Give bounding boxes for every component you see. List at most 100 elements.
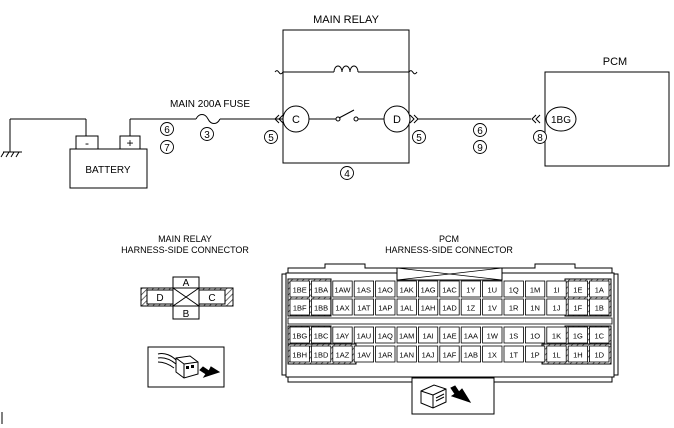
pcm-pin-label: 1A [595,286,604,295]
relay-terminal-c-label: C [292,114,300,126]
relay-terminal-c: C [282,105,310,133]
relay-pin-c: C [208,293,215,304]
pcm-pin-label: 1Q [509,286,519,295]
pcm-pin-label: 1H [573,351,583,360]
pcm-pin-label: 1AI [422,332,433,341]
pcm-pin-cell [332,345,353,363]
pcm-pin-label: 1BB [314,304,328,313]
battery-minus-label: - [85,136,89,150]
pcm-pin-cell [289,326,310,344]
pcm-pin-label: 1AM [399,332,414,341]
battery-plus-label: + [126,136,133,150]
pcm-pin-cell [289,280,310,298]
pcm-pin-label: 1AO [378,286,393,295]
pcm-pin-cell [546,345,567,363]
callout-relay-in-text: 5 [268,133,274,144]
callout-relay-out-text: 5 [416,133,422,144]
pcm-pin-cell [525,345,546,363]
pcm-pin-label: 1AH [421,304,436,313]
main-relay-title: MAIN RELAY [313,14,379,26]
pcm-pin-cell [482,345,503,363]
pcm-terminal-1bg: 1BG [545,106,577,132]
callout-pcm-in: 8 [533,130,547,144]
pcm-pin-cell [417,298,439,316]
pcm-pin-label: 1AP [378,304,392,313]
relay-input-connector-mark [274,114,284,124]
pcm-pin-cell [460,326,482,344]
pcm-pin-label: 1E [573,286,582,295]
pcm-pin-cell [353,345,375,363]
pcm-pin-cell [589,298,610,316]
pcm-pin-cell [460,280,482,298]
pcm-pin-cell [289,345,310,363]
relay-connector-view-illustration [147,346,225,388]
relay-pin-d: D [156,293,163,304]
pcm-pin-cell [525,326,546,344]
callout-pcm-in-text: 8 [537,133,543,144]
callout-bat-top-text: 6 [164,125,170,136]
pcm-pin-cell [589,345,610,363]
callout-fuse-text: 3 [204,130,210,141]
pcm-terminal-label: 1BG [551,115,571,126]
pcm-pin-cell [589,326,610,344]
pcm-pin-cell [439,326,460,344]
pcm-pin-cell [525,280,546,298]
pcm-pin-cell [353,298,375,316]
callout-fuse: 3 [200,127,214,141]
pcm-pin-cell [546,326,567,344]
pcm-pin-label: 1K [552,332,561,341]
pcm-pin-label: 1R [509,304,519,313]
callout-bat-top: 6 [160,122,174,136]
pcm-pin-cell [332,298,353,316]
pcm-pin-label: 1Y [466,286,475,295]
pcm-connector-view-illustration [411,377,495,415]
pcm-pin-cell [460,298,482,316]
battery: - + BATTERY [69,135,148,189]
pcm-pin-cell [289,298,310,316]
callout-wire-top: 6 [473,123,487,137]
pcm-pin-cell [567,280,589,298]
pcm-pin-cell [396,280,417,298]
relay-pin-a: A [183,278,190,289]
pcm-pin-label: 1AG [421,286,436,295]
relay-terminal-d: D [383,105,411,133]
callout-bat-bottom-text: 7 [164,143,170,154]
pcm-pin-label: 1BC [314,332,329,341]
pcm-pin-label: 1M [530,286,540,295]
relay-terminal-d-label: D [393,114,401,126]
pcm-pin-cell [439,280,460,298]
pcm-pin-cell [396,326,417,344]
relay-connector: A B D C [140,276,234,320]
pcm-pin-label: 1AB [464,351,478,360]
pcm-pin-cell [546,298,567,316]
pcm-pin-cell [375,326,396,344]
pcm-pin-cell [396,345,417,363]
callout-wire-bottom: 9 [473,140,487,154]
pcm-pin-label: 1BE [293,286,307,295]
pcm-pin-label: 1O [530,332,540,341]
pcm-pin-label: 1I [553,286,559,295]
pcm-pin-cell [310,345,332,363]
pcm-pin-cell [589,280,610,298]
pcm-pin-label: 1C [595,332,605,341]
pcm-pin-label: 1BD [314,351,329,360]
callout-wire-top-text: 6 [477,126,483,137]
callout-relay-under-text: 4 [344,169,350,180]
pcm-pin-label: 1F [574,304,583,313]
relay-connector-title-line2: HARNESS-SIDE CONNECTOR [121,245,249,255]
pcm-pin-label: 1D [595,351,605,360]
pcm-pin-label: 1W [487,332,499,341]
pcm-pin-cell [567,326,589,344]
view-direction-arrow-icon [450,385,472,403]
pcm-pin-cell [332,280,353,298]
pcm-pin-label: 1AT [357,304,371,313]
pcm-pin-cell [503,298,524,316]
pcm-pin-label: 1AS [357,286,371,295]
pcm-pin-label: 1U [488,286,498,295]
pcm-pin-label: 1X [488,351,497,360]
pcm-pin-cell [310,326,332,344]
pcm-pin-cell [353,280,375,298]
pcm-pin-label: 1AX [335,304,349,313]
callout-relay-out: 5 [412,130,426,144]
